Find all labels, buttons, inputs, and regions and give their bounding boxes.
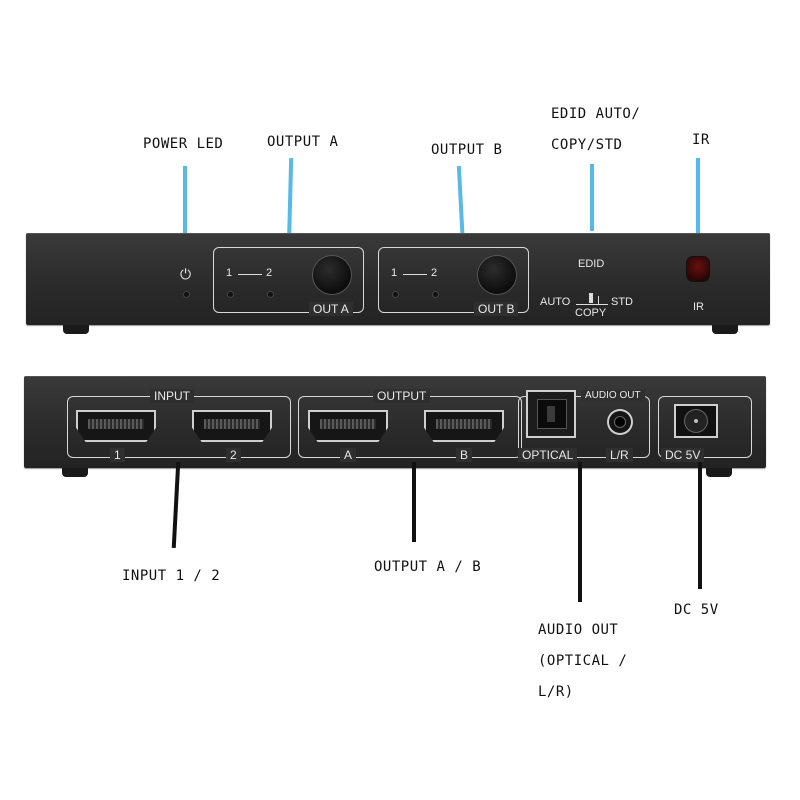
edid-std: STD (611, 296, 633, 308)
output-port-a-label: A (340, 448, 357, 462)
out-b-led2 (433, 292, 438, 297)
ir-label: IR (693, 301, 704, 313)
edid-switch-tick (598, 296, 599, 304)
leader-dc (698, 462, 702, 589)
edid-switch-knob (589, 293, 593, 303)
leader-input (171, 461, 181, 549)
dc-jack[interactable] (674, 404, 718, 438)
leader-output (412, 462, 416, 542)
power-led (184, 292, 189, 297)
optical-port[interactable] (526, 390, 576, 438)
out-b-led1 (393, 292, 398, 297)
output-port-b-label: B (456, 448, 473, 462)
input-label: INPUT (150, 389, 194, 403)
callout-output-b: OUTPUT B (431, 142, 503, 158)
dc-label: DC 5V (661, 448, 705, 462)
leader-edid (590, 164, 594, 231)
lr-jack[interactable] (609, 411, 631, 433)
hdmi-input-2-port[interactable] (192, 410, 272, 442)
out-a-label: OUT A (309, 302, 353, 316)
callout-edid-line1: EDID AUTO/ (551, 106, 641, 122)
leader-audio (578, 462, 582, 602)
out-a-led1 (228, 292, 233, 297)
rear-panel: INPUT 1 2 OUTPUT A B AUDIO OUT OPTICAL L… (24, 376, 766, 468)
out-b-sel1: 1 (391, 267, 398, 279)
hdmi-output-a-port[interactable] (308, 410, 388, 442)
edid-copy: COPY (575, 307, 607, 319)
lr-jack-hole (615, 417, 625, 427)
callout-audio-line2: (OPTICAL / (538, 653, 628, 669)
edid-auto: AUTO (540, 296, 571, 308)
front-foot-left (63, 325, 89, 334)
optical-label: OPTICAL (518, 448, 578, 462)
output-label: OUTPUT (373, 389, 431, 403)
callout-edid: EDID AUTO/ COPY/STD (551, 99, 640, 161)
out-a-select-button[interactable] (313, 256, 351, 294)
ir-sensor-window (687, 257, 709, 281)
dc-jack-pin (694, 419, 698, 423)
callout-ir: IR (692, 132, 710, 148)
callout-audio-line3: L/R) (538, 684, 574, 700)
optical-port-slot (547, 406, 555, 422)
edid-switch[interactable] (576, 293, 608, 305)
callout-output-ab: OUTPUT A / B (374, 559, 482, 575)
input-port-1-label: 1 (110, 448, 125, 462)
out-b-label: OUT B (474, 302, 519, 316)
power-icon: ⏻ (180, 266, 192, 282)
out-a-sel1: 1 (226, 267, 233, 279)
leader-power-led (183, 166, 187, 241)
hdmi-input-1-port[interactable] (76, 410, 156, 442)
out-b-sel-line (403, 274, 427, 275)
callout-input: INPUT 1 / 2 (122, 568, 221, 584)
edid-title: EDID (578, 258, 605, 270)
callout-audio: AUDIO OUT (OPTICAL / L/R) (538, 615, 627, 708)
hdmi-output-b-port[interactable] (424, 410, 504, 442)
leader-ir (696, 158, 700, 235)
callout-audio-line1: AUDIO OUT (538, 622, 619, 638)
front-foot-right (712, 325, 738, 334)
input-port-2-label: 2 (226, 448, 241, 462)
rear-foot-right (706, 468, 732, 477)
out-a-led2 (268, 292, 273, 297)
dc-frame (658, 396, 752, 458)
audio-out-label: AUDIO OUT (581, 390, 645, 401)
callout-edid-line2: COPY/STD (551, 137, 623, 153)
out-a-sel2: 2 (266, 267, 273, 279)
callout-output-a: OUTPUT A (267, 134, 339, 150)
callout-dc: DC 5V (674, 602, 719, 618)
out-a-sel-line (238, 274, 262, 275)
front-panel: ⏻ 1 2 OUT A 1 2 OUT B EDID AUTO STD COPY… (26, 233, 770, 325)
rear-foot-left (62, 468, 88, 477)
out-b-sel2: 2 (431, 267, 438, 279)
out-a-frame (213, 247, 364, 313)
callout-power-led: POWER LED (143, 136, 224, 152)
out-b-frame (378, 247, 529, 313)
out-b-select-button[interactable] (478, 256, 516, 294)
lr-label: L/R (606, 448, 633, 462)
